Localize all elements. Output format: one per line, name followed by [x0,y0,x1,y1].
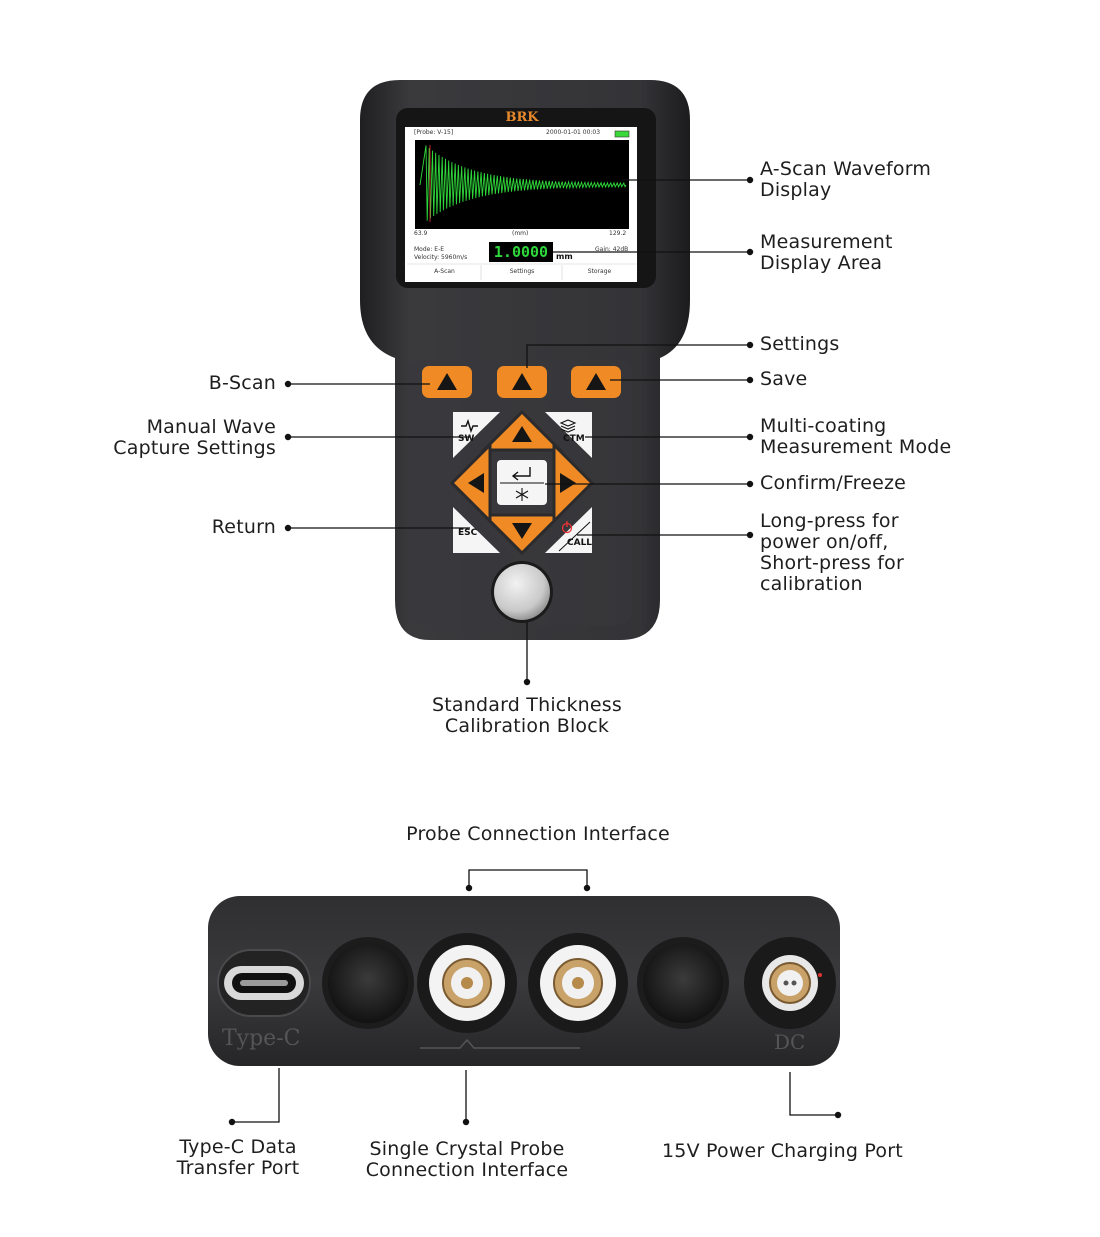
typec-panel-label: Type-C [222,1026,301,1051]
key-ctm-label: CTM [563,434,585,444]
softkey-settings[interactable]: Settings [509,268,535,275]
waveform-icon [461,418,478,434]
key-call[interactable] [545,507,592,553]
arrow-left-icon [468,473,484,493]
key-sw[interactable] [453,412,500,458]
key-call-label: CALL [567,538,593,548]
measurement-value: 1.0000 [493,243,549,261]
screen-velocity: Velocity: 5960m/s [414,254,468,261]
blank-port [328,943,408,1023]
softkey-ascan[interactable]: A-Scan [434,268,455,275]
screen-probe-label: [Probe: V-15] [414,129,454,136]
screen-axis-unit: (mm) [512,230,529,237]
dc-panel-label: DC [774,1030,806,1054]
blank-port [643,943,723,1023]
arrow-right-icon [560,473,576,493]
key-save[interactable] [571,366,621,398]
triangle-up-icon [512,373,532,390]
key-esc-label: ESC [458,528,478,538]
waveform-trace [419,145,627,222]
triangle-up-icon [437,373,457,390]
label-confirm-freeze: Confirm/Freeze [760,472,907,494]
probe-connector-1 [417,933,517,1033]
battery-icon [614,130,630,138]
brand-logo: BRK [505,110,539,125]
callout-lines [232,179,838,1123]
screen-gain: Gain: 42dB [595,246,629,253]
snowflake-icon [515,488,529,501]
arrow-down-icon [512,523,532,539]
measurement-unit: mm [556,252,573,261]
triangle-up-icon [586,373,606,390]
label-settings: Settings [760,333,840,355]
label-power-port: 15V Power Charging Port [662,1140,903,1162]
measurement-box [489,242,553,262]
dpad [449,409,595,556]
waveform-echo-line [419,145,627,221]
enter-icon [511,467,531,481]
key-settings[interactable] [497,366,547,398]
label-return: Return [211,516,276,538]
key-sw-label: SW [458,434,475,444]
label-bscan: B-Scan [208,372,276,394]
label-save: Save [760,368,808,390]
key-ctm[interactable] [545,412,592,458]
key-esc[interactable] [453,507,500,553]
screen-mode: Mode: E-E [414,246,445,253]
calibration-block [494,564,550,620]
softkey-storage[interactable]: Storage [587,268,612,275]
screen-axis-right: 129.2 [609,230,627,237]
layers-icon [559,419,577,433]
probe-connector-2 [528,933,628,1033]
callout-dots [228,176,842,1126]
screen-datetime: 2000-01-01 00:03 [546,129,601,136]
screen-axis-left: 63.9 [414,230,428,237]
dc-port [744,937,836,1029]
label-probe-interface: Probe Connection Interface [406,823,670,845]
key-bscan[interactable] [422,366,472,398]
arrow-up-icon [512,426,532,442]
